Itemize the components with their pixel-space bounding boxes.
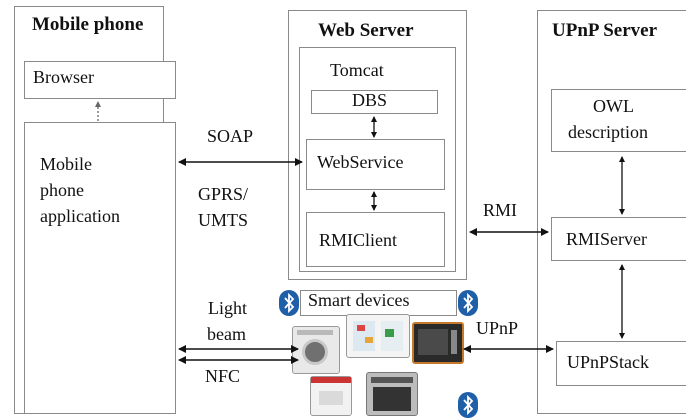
upnpstack-box [556,341,686,386]
mobile-app-label-3: application [40,206,120,226]
rmiclient-box [306,212,445,267]
oven-icon [366,372,418,416]
browser-label: Browser [33,67,94,87]
owl-label-1: OWL [593,96,634,116]
dbs-box [311,90,438,114]
upnp-link-label: UPnP [476,318,519,338]
rmiclient-label: RMIClient [319,230,398,250]
washing-machine-icon [292,326,340,374]
bluetooth-icon [458,290,478,316]
upnp-server-title: UPnP Server [552,20,658,41]
rmiserver-label: RMIServer [566,229,647,249]
smart-devices-box [300,290,457,316]
bluetooth-icon [458,392,478,418]
web-server-title: Web Server [318,20,414,41]
light-beam-label-2: beam [207,324,246,344]
webservice-box [306,139,445,190]
upnpstack-label: UPnPStack [567,352,650,372]
nfc-label: NFC [205,366,241,386]
gprs-label: GPRS/ [198,184,249,204]
microwave-icon [412,322,464,364]
rmiserver-box [551,217,686,261]
rmi-label: RMI [483,200,518,220]
smart-devices-image [288,314,466,416]
refrigerator-icon [346,314,410,358]
owl-box [551,89,686,152]
soap-label: SOAP [207,126,254,146]
bluetooth-icon [279,290,299,316]
owl-label-2: description [568,122,648,142]
browser-box [24,61,176,99]
webservice-label: WebService [317,152,404,172]
mobile-phone-title: Mobile phone [32,14,144,35]
light-beam-label-1: Light [208,298,247,318]
mobile-app-label-2: phone [40,180,84,200]
tomcat-label: Tomcat [330,60,384,80]
dbs-label: DBS [352,90,388,110]
dishwasher-icon [310,376,352,416]
smart-devices-label: Smart devices [308,290,410,310]
mobile-app-label-1: Mobile [40,154,92,174]
umts-label: UMTS [198,210,249,230]
